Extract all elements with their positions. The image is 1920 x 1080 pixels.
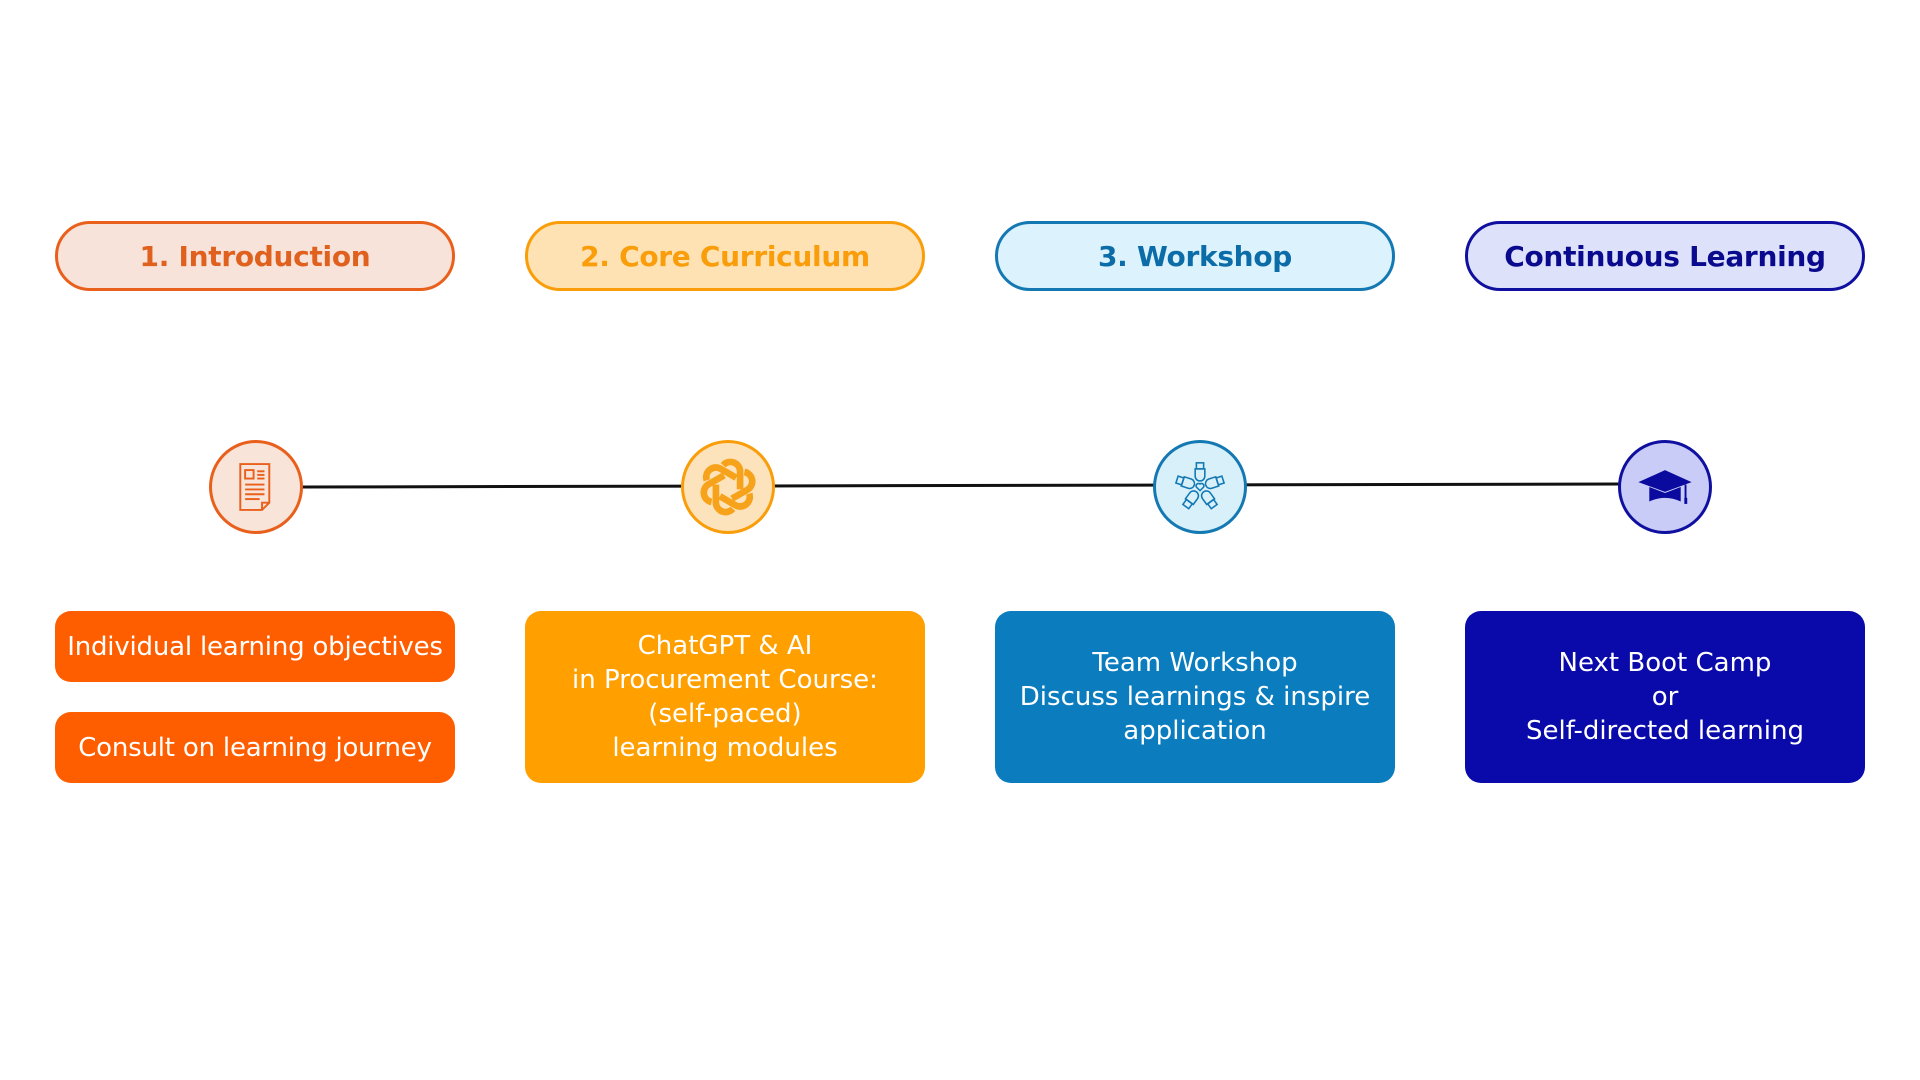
card-text-line: ChatGPT & AI <box>637 631 813 661</box>
card-text-line: Discuss learnings & inspire <box>1019 682 1371 712</box>
team-hands-icon <box>1174 462 1226 510</box>
card-team-workshop: Team Workshop Discuss learnings & inspir… <box>995 611 1395 783</box>
stage-header-introduction: 1. Introduction <box>55 221 455 291</box>
stage-header-core-curriculum: 2. Core Curriculum <box>525 221 925 291</box>
timeline-node-continuous-learning <box>1618 440 1712 534</box>
card-text-line: learning modules <box>612 733 838 763</box>
stage-title: 1. Introduction <box>139 239 371 273</box>
graduation-cap-icon <box>1638 470 1692 504</box>
card-text-line: Self-directed learning <box>1525 716 1804 746</box>
card-text-line: (self-paced) <box>648 699 802 729</box>
document-icon <box>239 463 271 511</box>
card-text: Consult on learning journey <box>78 732 432 763</box>
card-individual-learning-objectives: Individual learning objectives <box>55 611 455 682</box>
card-text-line: in Procurement Course: <box>572 665 878 695</box>
stage-title: Continuous Learning <box>1504 239 1826 273</box>
openai-logo-icon <box>700 458 756 516</box>
card-consult-learning-journey: Consult on learning journey <box>55 712 455 783</box>
stage-title: 3. Workshop <box>1098 239 1292 273</box>
stage-header-workshop: 3. Workshop <box>995 221 1395 291</box>
card-text-line: Next Boot Camp <box>1558 648 1772 678</box>
card-text-line: or <box>1651 682 1679 712</box>
stage-header-continuous-learning: Continuous Learning <box>1465 221 1865 291</box>
timeline-node-workshop <box>1153 440 1247 534</box>
card-chatgpt-course: ChatGPT & AI in Procurement Course: (sel… <box>525 611 925 783</box>
card-text-line: Team Workshop <box>1092 648 1298 678</box>
stage-title: 2. Core Curriculum <box>580 239 870 273</box>
card-next-boot-camp: Next Boot Camp or Self-directed learning <box>1465 611 1865 783</box>
timeline-node-introduction <box>209 440 303 534</box>
timeline-line <box>299 482 1623 489</box>
card-text: Individual learning objectives <box>67 631 443 662</box>
timeline-node-core-curriculum <box>681 440 775 534</box>
card-text-line: application <box>1123 716 1267 746</box>
